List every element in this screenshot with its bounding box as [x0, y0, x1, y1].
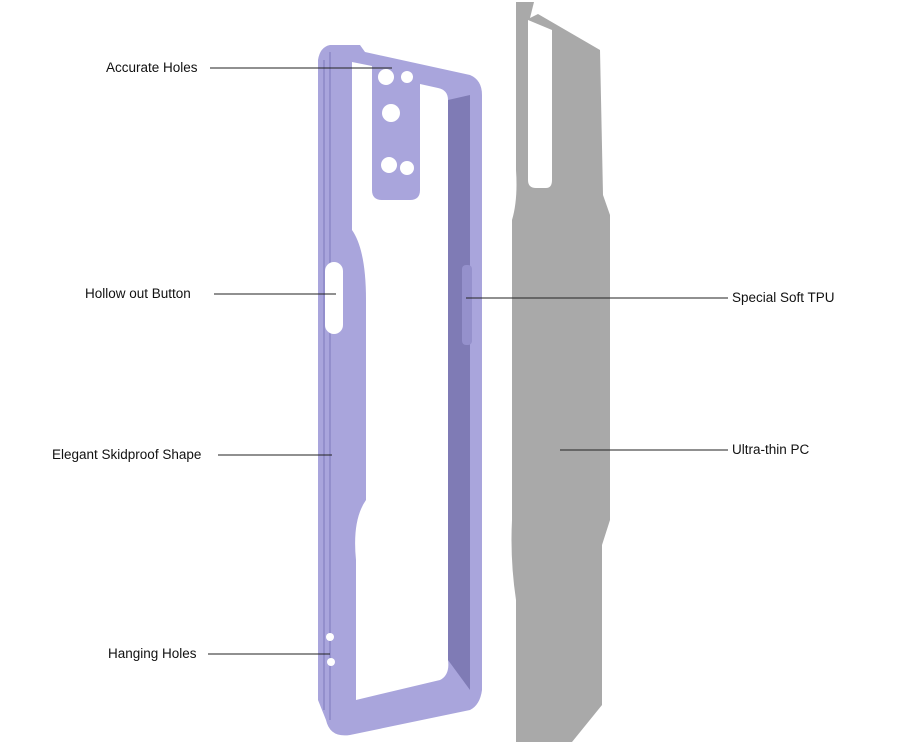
- case-grip-ridges: [323, 52, 331, 720]
- pc-back-plate: [511, 2, 610, 742]
- label-ultra-thin-pc: Ultra-thin PC: [732, 442, 810, 457]
- label-special-soft-tpu: Special Soft TPU: [732, 290, 835, 305]
- callout-lines: [208, 67, 728, 655]
- hanging-hole: [327, 658, 335, 666]
- label-elegant-skidproof-shape: Elegant Skidproof Shape: [52, 447, 202, 462]
- camera-holes-icon: [378, 69, 414, 175]
- label-hollow-out-button: Hollow out Button: [85, 286, 191, 301]
- case-inner-shadow: [448, 95, 470, 690]
- side-button-cover: [462, 265, 472, 345]
- label-hanging-holes: Hanging Holes: [108, 646, 197, 661]
- label-accurate-holes: Accurate Holes: [106, 60, 198, 75]
- button-hole: [325, 262, 343, 334]
- hanging-hole: [326, 633, 334, 641]
